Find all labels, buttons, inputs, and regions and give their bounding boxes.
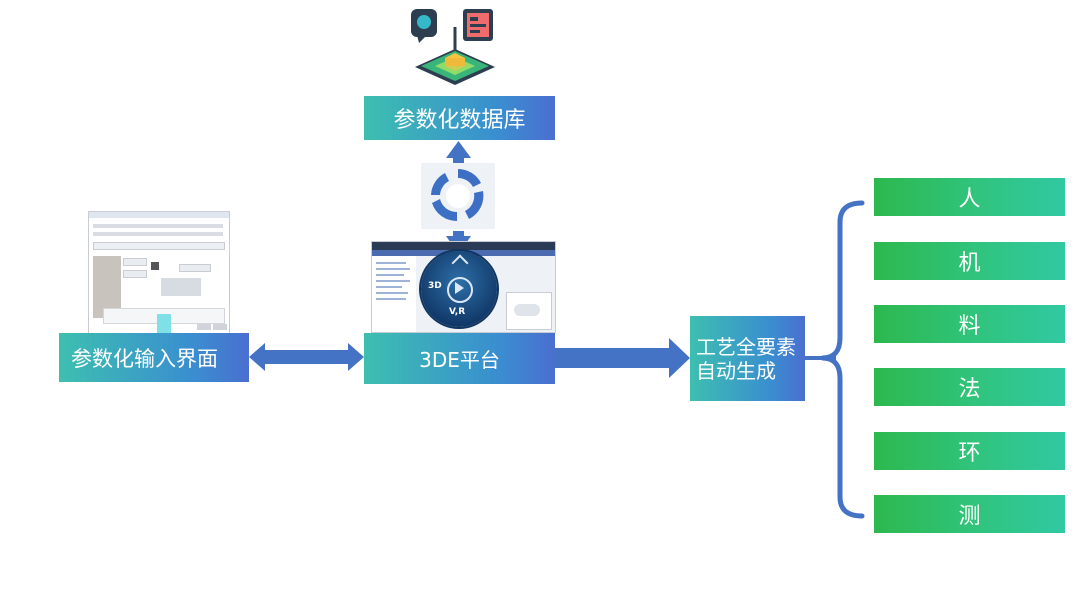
arrow-to-auto-gen [555,338,690,378]
double-arrow [249,343,364,371]
element-label: 环 [958,441,981,466]
element-box-huan: 环 [874,432,1065,470]
element-box-liao: 料 [874,305,1065,343]
brace [821,200,865,519]
element-label: 人 [958,187,981,212]
play-icon [447,277,473,303]
input-ui-label: 参数化输入界面 [71,346,218,371]
element-label: 测 [958,504,981,529]
element-label: 法 [958,377,981,402]
platform-label: 3DE平台 [419,348,500,372]
element-box-ji: 机 [874,242,1065,280]
auto-gen-label: 工艺全要素自动生成 [696,334,796,383]
element-box-ren: 人 [874,178,1065,216]
compass-3d-label: 3D [428,281,442,291]
element-box-fa: 法 [874,368,1065,406]
element-box-ce: 测 [874,495,1065,533]
input-ui-box: 参数化输入界面 [59,333,249,382]
compass-top-glyph [451,254,469,272]
element-label: 料 [958,314,981,339]
database-box: 参数化数据库 [364,96,555,140]
rotate-icon [431,169,484,222]
rotation-logo [421,163,495,229]
input-ui-screenshot [88,211,230,335]
compass-logo: 3D V,R [421,251,497,327]
platform-box: 3DE平台 [364,333,555,384]
database-icon [411,9,495,85]
compass-vr-label: V,R [449,307,466,317]
database-label: 参数化数据库 [393,108,526,133]
auto-gen-box: 工艺全要素自动生成 [690,316,805,401]
element-label: 机 [958,251,981,276]
